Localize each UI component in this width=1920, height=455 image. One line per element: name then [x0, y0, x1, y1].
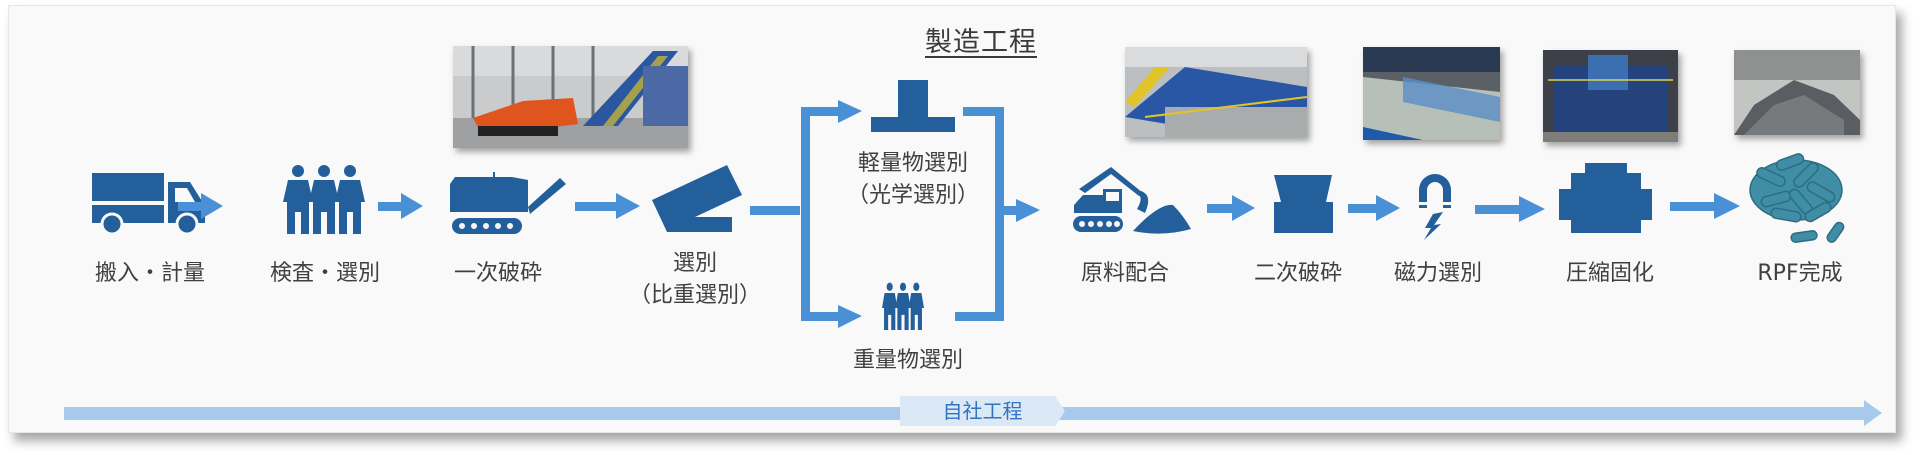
magnet-icon: [1415, 172, 1455, 240]
step-label-light-sorting: 軽量物選別 （光学選別）: [838, 148, 988, 212]
in-house-process-label: 自社工程: [900, 396, 1065, 426]
sorter-icon: [652, 165, 742, 232]
label-line: 選別: [672, 251, 717, 276]
step-label-heavy-sorting: 重量物選別: [852, 348, 963, 373]
step-label-primary-crushing: 一次破砕: [453, 261, 542, 286]
step-label-gravity-sorting: 選別 （比重選別）: [605, 248, 785, 312]
step-label-receiving: 搬入・計量: [94, 261, 205, 286]
blending-line-photo: [1125, 47, 1307, 137]
arrow-right-icon: [378, 193, 423, 219]
step-label-secondary-crushing: 二次破砕: [1253, 261, 1342, 286]
secondary-crusher-icon: [1274, 175, 1334, 233]
compressor-icon: [1559, 163, 1653, 233]
optical-sorter-icon: [871, 80, 957, 132]
arrow-right-icon: [575, 193, 640, 219]
arrow-right-icon: [1475, 196, 1545, 222]
truck-icon: [92, 172, 208, 234]
label-line: （比重選別）: [628, 283, 761, 308]
arrow-right-icon: [1207, 195, 1255, 221]
step-label-compression: 圧縮固化: [1565, 261, 1654, 286]
label-line: （光学選別）: [846, 183, 979, 208]
label-line: 軽量物選別: [857, 151, 968, 176]
step-label-rpf-complete: RPF完成: [1757, 261, 1843, 286]
primary-crusher-photo: [453, 46, 688, 148]
arrow-right-icon: [1670, 193, 1740, 219]
rpf-pellets-icon: [1746, 152, 1850, 248]
magnetic-separator-photo: [1363, 47, 1500, 140]
compression-machine-photo: [1543, 50, 1678, 142]
people-icon-small: [882, 282, 924, 330]
rpf-pile-photo: [1734, 50, 1860, 135]
step-label-inspection: 検査・選別: [269, 261, 380, 286]
crusher-icon: [450, 172, 566, 237]
arrow-right-icon: [178, 193, 223, 219]
branch-connector: [750, 100, 1040, 334]
arrow-right-icon: [1348, 195, 1400, 221]
step-label-magnetic-sorting: 磁力選別: [1393, 261, 1482, 286]
diagram-title: 製造工程: [925, 27, 1037, 58]
excavator-icon: [1073, 165, 1191, 235]
step-label-blending: 原料配合: [1080, 261, 1169, 286]
people-icon: [283, 164, 365, 234]
